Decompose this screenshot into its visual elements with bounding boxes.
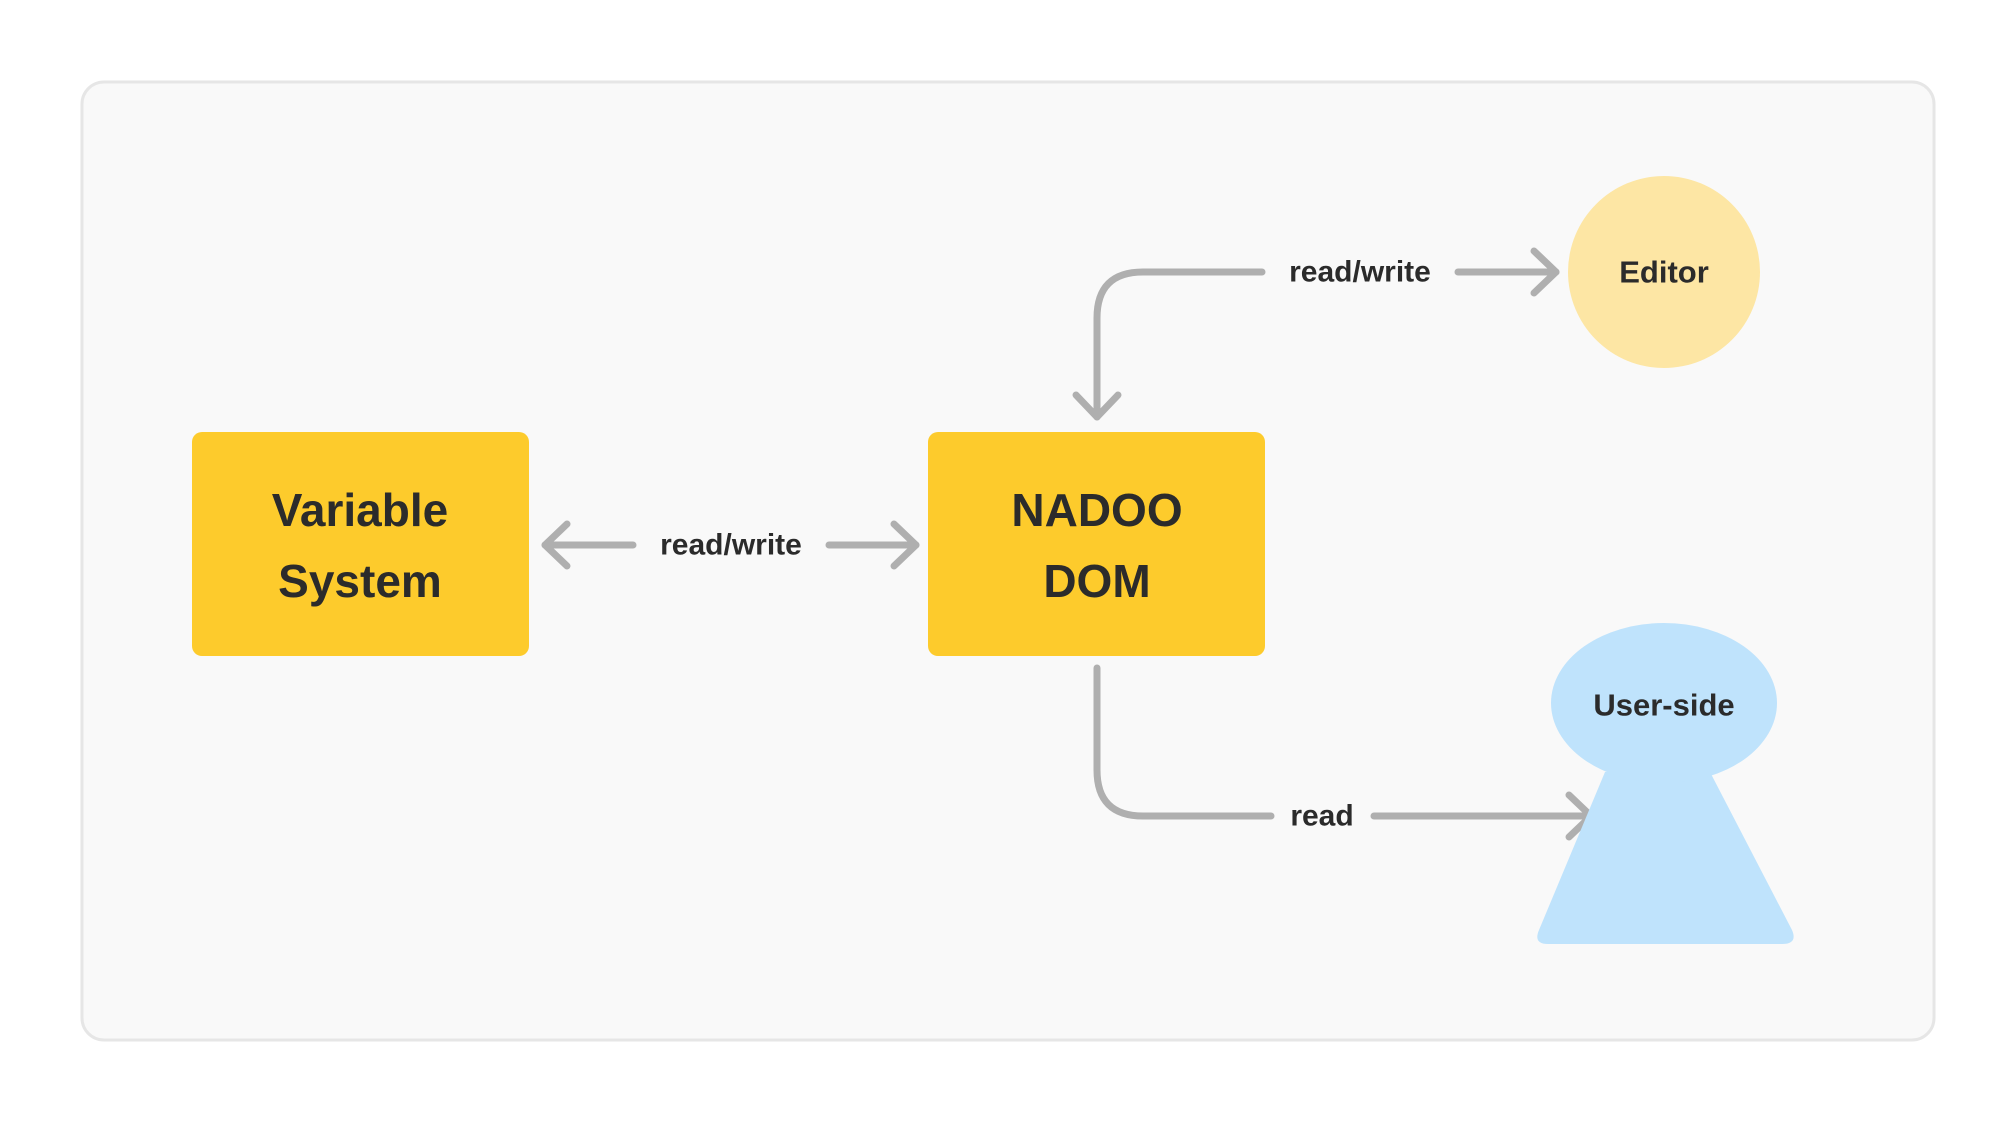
arrowhead-down <box>1072 391 1122 421</box>
user-side-head-icon <box>1551 623 1777 783</box>
node-variable-system-label-line2: System <box>278 555 442 607</box>
edge-label-variable-dom: read/write <box>660 529 802 562</box>
node-editor[interactable]: Editor <box>1568 176 1760 368</box>
node-nadoo-dom[interactable]: NADOO DOM <box>928 432 1265 656</box>
node-user-side-label: User-side <box>1593 688 1734 723</box>
node-variable-system[interactable]: Variable System <box>192 432 529 656</box>
node-variable-system-label-line1: Variable <box>272 484 448 536</box>
node-editor-circle[interactable] <box>1568 176 1760 368</box>
node-nadoo-dom-label-line2: DOM <box>1043 555 1150 607</box>
edge-label-dom-editor: read/write <box>1289 256 1431 289</box>
node-variable-system-box[interactable] <box>192 432 529 656</box>
connector-dom-user-left-segment <box>1093 664 1275 820</box>
user-side-body-icon <box>1537 772 1794 944</box>
arrowhead-left <box>541 520 571 570</box>
node-nadoo-dom-box[interactable] <box>928 432 1265 656</box>
arrowhead-editor <box>1530 247 1560 297</box>
node-user-side[interactable]: User-side <box>1537 623 1794 944</box>
arrowhead-right <box>890 520 920 570</box>
edge-label-dom-user: read <box>1290 800 1353 833</box>
node-nadoo-dom-label-line1: NADOO <box>1011 484 1182 536</box>
connector-dom-editor-left-segment <box>1093 268 1266 421</box>
node-editor-label: Editor <box>1619 255 1709 290</box>
